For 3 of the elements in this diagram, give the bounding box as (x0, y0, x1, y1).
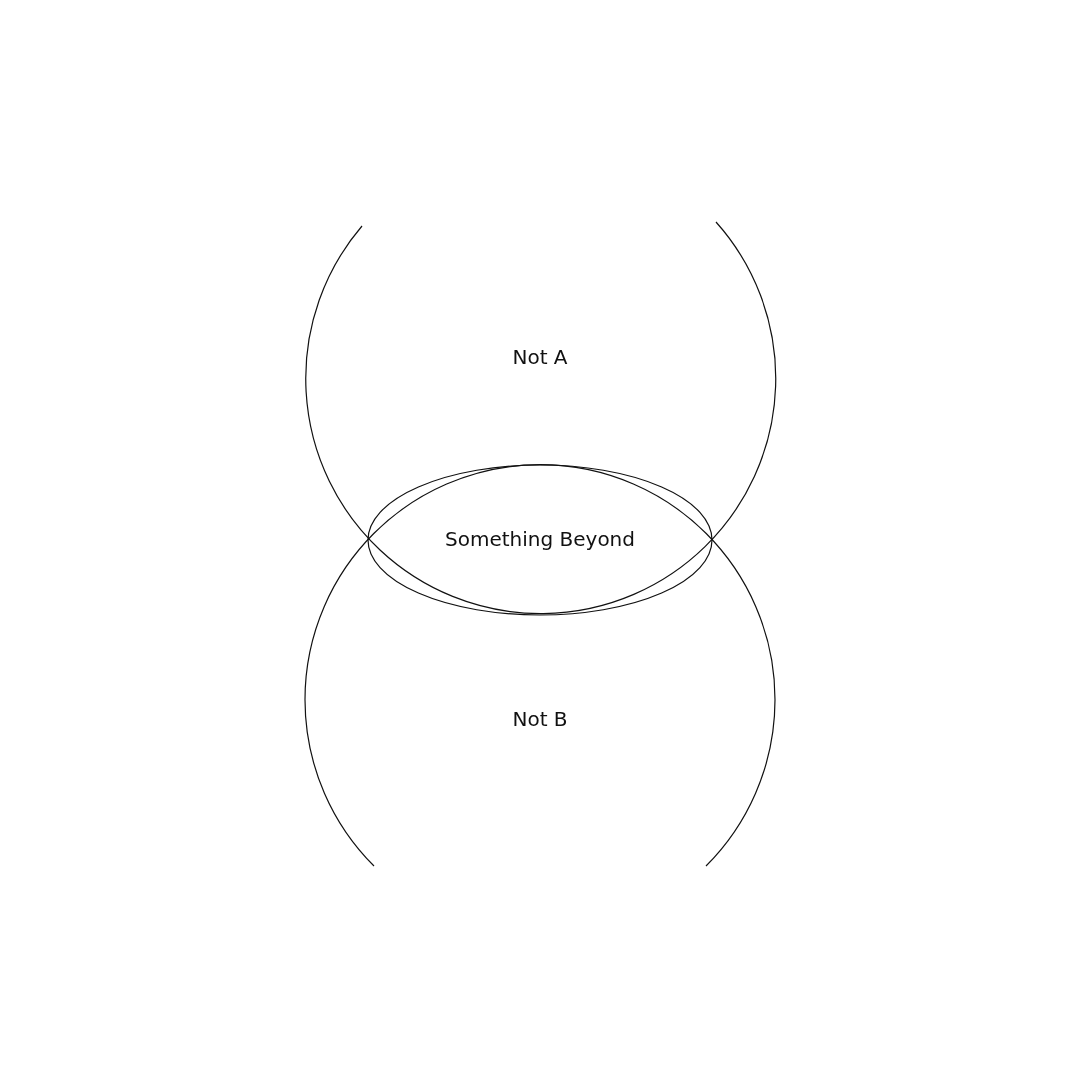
set-label: Not A (512, 345, 568, 369)
set-label: Not B (512, 707, 568, 731)
intersection-label: Something Beyond (445, 527, 635, 551)
